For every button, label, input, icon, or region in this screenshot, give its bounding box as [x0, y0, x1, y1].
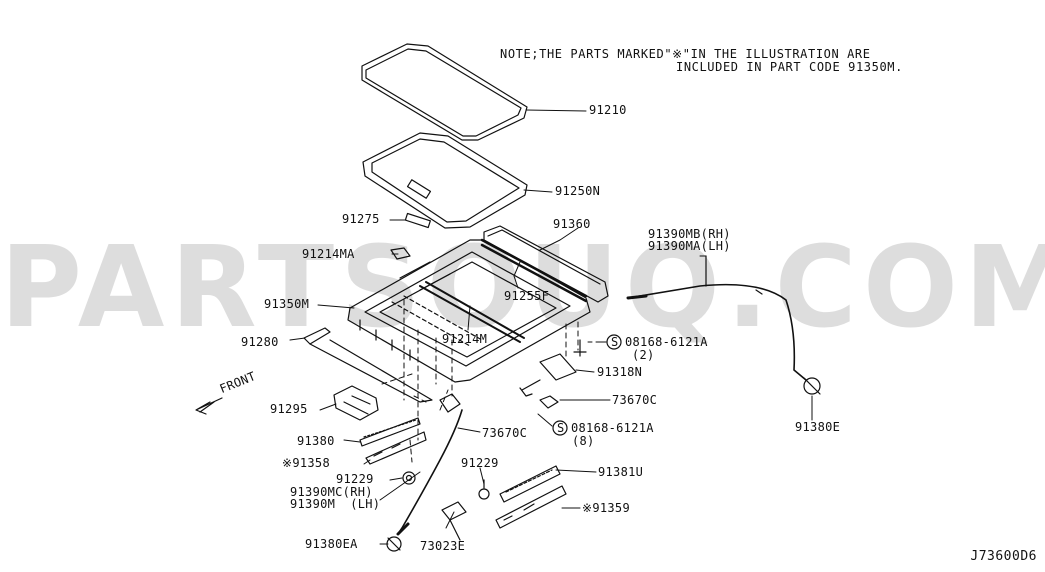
note-line-1: NOTE;THE PARTS MARKED"※"IN THE ILLUSTRAT… [500, 47, 871, 61]
part-label[interactable]: ※91359 [582, 501, 630, 515]
bracket-91380EA [386, 536, 402, 552]
part-label[interactable]: 91275 [342, 212, 380, 226]
part-qty: (2) [632, 348, 655, 362]
part-label[interactable]: 91318N [597, 365, 643, 379]
washer-73670C-top [539, 395, 559, 409]
clip-73023E [441, 501, 467, 521]
clip-91214MA [390, 247, 411, 260]
part-label[interactable]: 91229 [461, 456, 499, 470]
part-label[interactable]: 91214M [442, 332, 488, 346]
part-label[interactable]: 91380EA [305, 537, 358, 551]
part-label[interactable]: 91360 [553, 217, 591, 231]
front-arrow-icon [195, 397, 223, 415]
part-label[interactable]: 91390MB(RH) [648, 227, 731, 241]
part-label[interactable]: 91381U [598, 465, 644, 479]
cable-91390MC [397, 409, 463, 535]
note-line-2: INCLUDED IN PART CODE 91350M. [676, 60, 903, 74]
cable-91390MB [627, 283, 807, 381]
rail-91280 [303, 327, 433, 403]
part-label[interactable]: 91210 [589, 103, 627, 117]
part-label[interactable]: 91380 [297, 434, 335, 448]
leader-lines [289, 109, 813, 545]
part-label[interactable]: 91350M [264, 297, 310, 311]
screw-symbol-icon [606, 334, 622, 350]
bracket-91380E [803, 377, 821, 395]
glass-panel-91210 [361, 43, 528, 141]
part-label[interactable]: 91250N [555, 184, 601, 198]
guide-91358 [365, 431, 427, 465]
part-label[interactable]: ※91358 [282, 456, 330, 470]
part-label[interactable]: 91380E [795, 420, 841, 434]
part-label[interactable]: 91390M (LH) [290, 497, 381, 511]
part-label[interactable]: 08168-6121A [625, 335, 708, 349]
screw-08168-top [573, 339, 587, 357]
part-label[interactable]: 73670C [482, 426, 528, 440]
part-label[interactable]: 91229 [336, 472, 374, 486]
part-label[interactable]: 08168-6121A [571, 421, 654, 435]
grommet-91229-left [402, 471, 416, 485]
part-label[interactable]: 73670C [612, 393, 658, 407]
clip-73670C-left [439, 393, 461, 413]
part-label[interactable]: 91390MC(RH) [290, 485, 373, 499]
diagram-code: J73600D6 [970, 549, 1037, 564]
screw-symbol-icon [552, 420, 568, 436]
shade-panel-91250N [362, 132, 528, 229]
bracket-91318N [539, 353, 577, 381]
part-qty: (8) [572, 434, 595, 448]
guide-91359 [495, 485, 567, 529]
screw-08168-bottom [519, 379, 541, 397]
part-label[interactable]: 91255F [504, 289, 550, 303]
frame-91350M [347, 239, 591, 383]
part-label[interactable]: 91295 [270, 402, 308, 416]
guide-91214M [399, 261, 451, 291]
part-label[interactable]: 91390MA(LH) [648, 239, 731, 253]
rail-91380 [359, 417, 421, 447]
part-label[interactable]: 91214MA [302, 247, 355, 261]
screw-symbol-label: S [557, 421, 565, 435]
motor-91295 [333, 385, 379, 421]
handle-91275 [404, 212, 431, 229]
screw-symbol-label: S [611, 335, 619, 349]
part-label[interactable]: 91280 [241, 335, 279, 349]
watermark: PARTSOUQ.COM [0, 223, 1045, 353]
rail-91381U [499, 465, 561, 503]
part-label[interactable]: 73023E [420, 539, 466, 553]
